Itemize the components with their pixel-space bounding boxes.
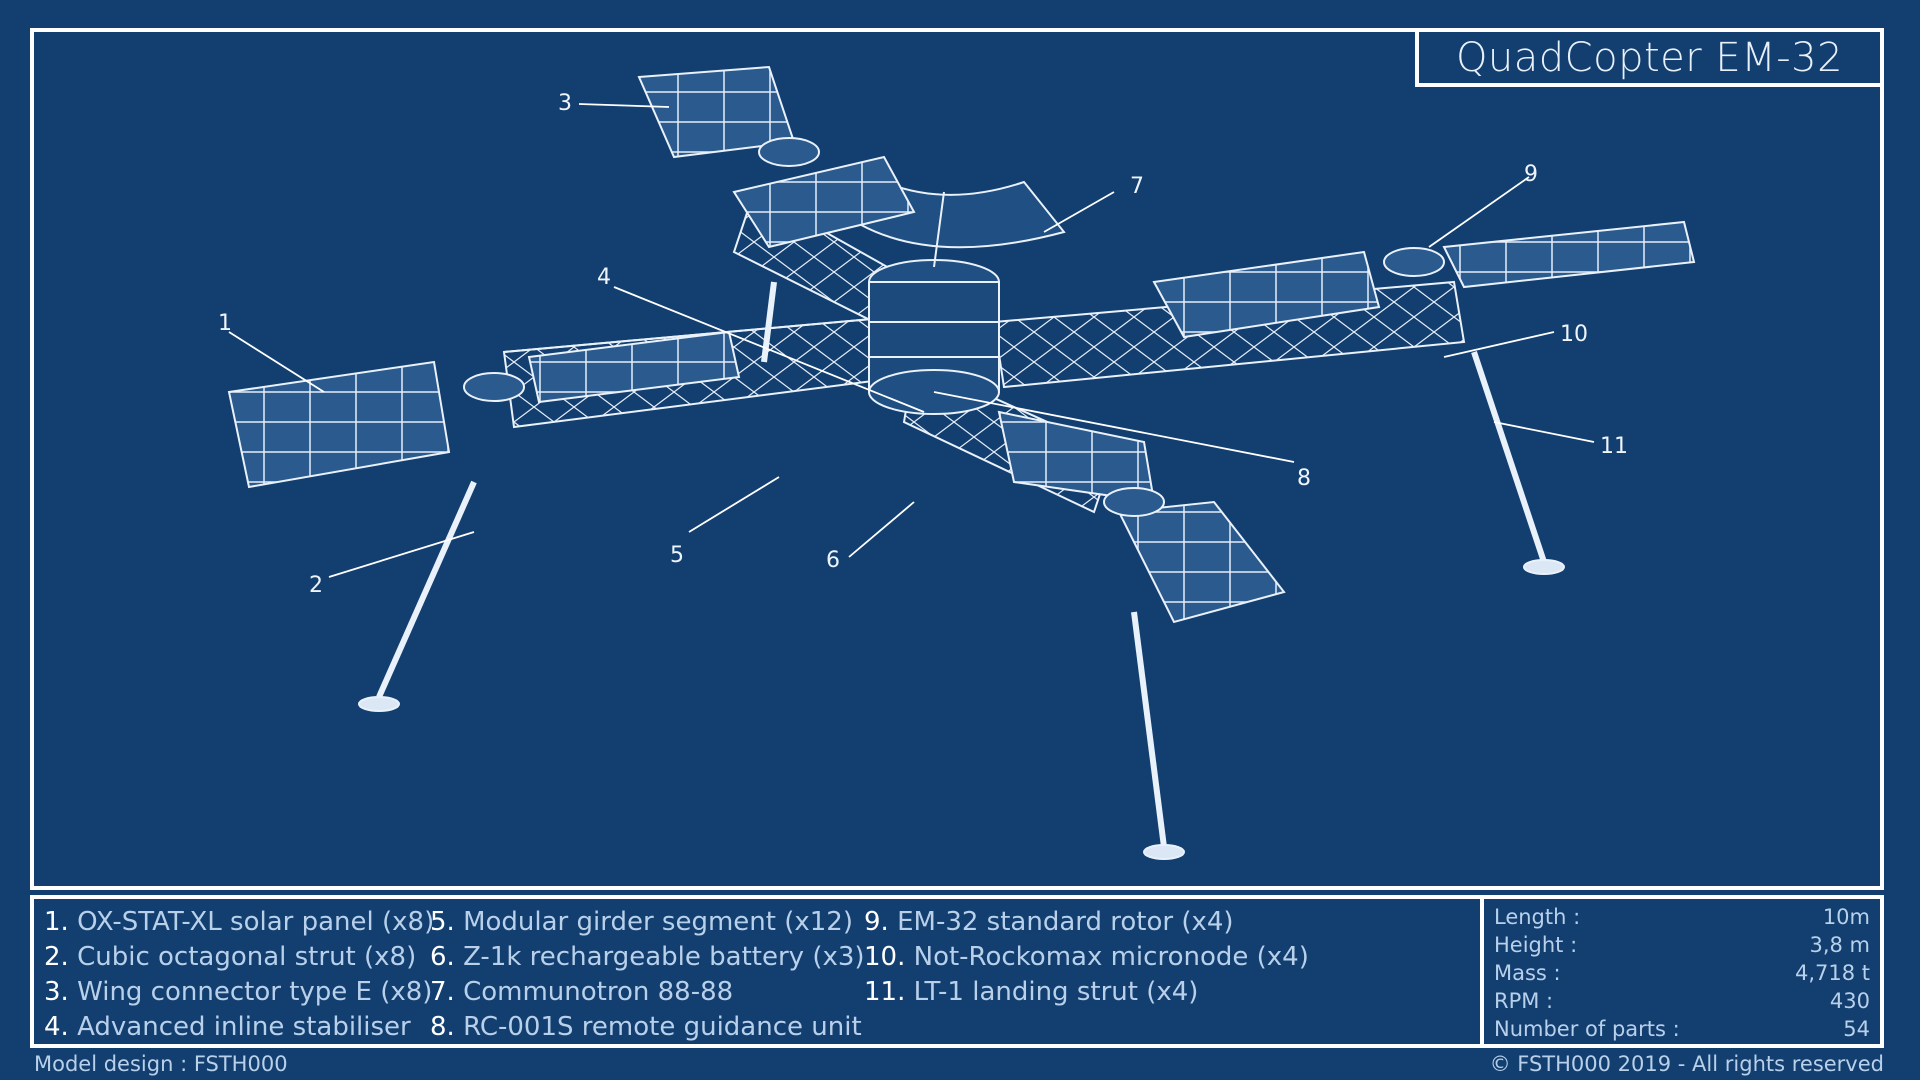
model-design-credit: Model design : FSTH000 bbox=[34, 1052, 288, 1076]
solar-panel-left-inner bbox=[527, 330, 741, 404]
callout-8: 8 bbox=[1297, 466, 1311, 491]
specs-panel: Length :10m Height :3,8 m Mass :4,718 t … bbox=[1480, 895, 1884, 1048]
spec-row: RPM :430 bbox=[1494, 989, 1870, 1013]
callout-9: 9 bbox=[1524, 162, 1538, 187]
spec-row: Length :10m bbox=[1494, 905, 1870, 929]
landing-strut-left bbox=[376, 480, 477, 699]
callout-11: 11 bbox=[1600, 434, 1628, 459]
callout-1: 1 bbox=[218, 311, 232, 336]
spec-row: Number of parts :54 bbox=[1494, 1017, 1870, 1041]
legend-column-1: 1. OX-STAT-XL solar panel (x8) 2. Cubic … bbox=[44, 905, 434, 1045]
legend-item: 1. OX-STAT-XL solar panel (x8) bbox=[44, 907, 435, 937]
callout-2: 2 bbox=[309, 573, 323, 598]
quadcopter-drawing bbox=[227, 65, 1696, 860]
callout-10: 10 bbox=[1560, 322, 1588, 347]
spec-row: Height :3,8 m bbox=[1494, 933, 1870, 957]
legend-item: 7. Communotron 88-88 bbox=[430, 977, 734, 1007]
legend-item: 8. RC-001S remote guidance unit bbox=[430, 1012, 862, 1042]
landing-strut-right bbox=[1471, 351, 1547, 563]
parts-legend: 1. OX-STAT-XL solar panel (x8) 2. Cubic … bbox=[30, 895, 1884, 1048]
landing-strut-front bbox=[1131, 611, 1167, 848]
legend-item: 10. Not-Rockomax micronode (x4) bbox=[864, 942, 1309, 972]
solar-panel-front-outer bbox=[1117, 500, 1286, 624]
legend-item: 9. EM-32 standard rotor (x4) bbox=[864, 907, 1234, 937]
legend-item: 11. LT-1 landing strut (x4) bbox=[864, 977, 1199, 1007]
rotor-left bbox=[463, 372, 525, 402]
copyright-notice: © FSTH000 2019 - All rights reserved bbox=[1489, 1052, 1884, 1076]
legend-column-3: 9. EM-32 standard rotor (x4) 10. Not-Roc… bbox=[864, 905, 1309, 1010]
spec-row: Mass :4,718 t bbox=[1494, 961, 1870, 985]
rotor-right bbox=[1383, 247, 1445, 277]
callout-7: 7 bbox=[1130, 174, 1144, 199]
rotor-back bbox=[758, 137, 820, 167]
legend-item: 2. Cubic octagonal strut (x8) bbox=[44, 942, 417, 972]
solar-panel-1 bbox=[227, 360, 451, 489]
rotor-front bbox=[1103, 487, 1165, 517]
solar-panel-right-outer bbox=[1442, 220, 1696, 289]
legend-item: 5. Modular girder segment (x12) bbox=[430, 907, 853, 937]
callout-3: 3 bbox=[558, 91, 572, 116]
legend-column-2: 5. Modular girder segment (x12) 6. Z-1k … bbox=[430, 905, 865, 1045]
callout-4: 4 bbox=[597, 265, 611, 290]
legend-item: 3. Wing connector type E (x8) bbox=[44, 977, 433, 1007]
blueprint-frame bbox=[30, 28, 1884, 890]
callout-6: 6 bbox=[826, 548, 840, 573]
callout-5: 5 bbox=[670, 543, 684, 568]
legend-item: 4. Advanced inline stabiliser bbox=[44, 1012, 411, 1042]
solar-panel-right-inner bbox=[1152, 250, 1381, 339]
blueprint-title: QuadCopter EM-32 bbox=[1415, 28, 1884, 87]
legend-item: 6. Z-1k rechargeable battery (x3) bbox=[430, 942, 865, 972]
solar-panel-back-inner bbox=[732, 155, 916, 249]
